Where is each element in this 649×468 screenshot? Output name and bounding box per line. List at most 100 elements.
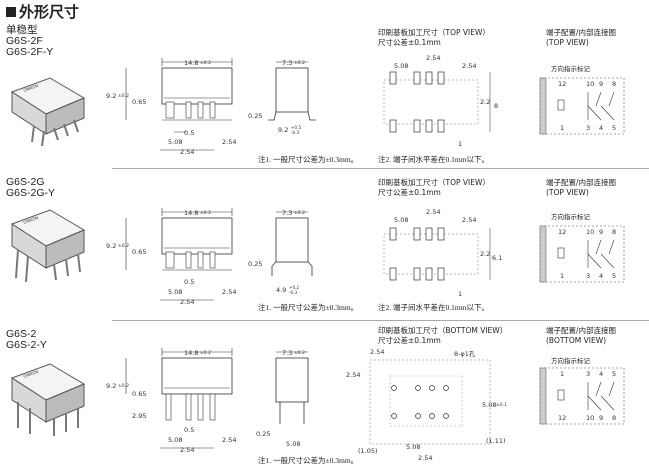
svg-text:(1.11): (1.11) <box>486 437 506 445</box>
svg-text:2.54: 2.54 <box>346 371 360 379</box>
svg-text:±0.2: ±0.2 <box>200 210 211 216</box>
relay-photo-through-hole: OMRON <box>10 363 86 436</box>
pcb-layout-drawing: 2.54 8-φ1孔 2.54 5.08 ±0.1 (1.11) (1.05) … <box>346 348 507 462</box>
svg-text:2.54: 2.54 <box>180 148 194 156</box>
svg-text:±0.2: ±0.2 <box>118 383 129 389</box>
svg-text:5.08: 5.08 <box>286 440 300 448</box>
svg-text:5.08: 5.08 <box>168 436 182 444</box>
svg-text:OMRON: OMRON <box>23 83 39 93</box>
svg-text:14.8: 14.8 <box>184 349 198 357</box>
svg-text:0.5: 0.5 <box>184 278 194 286</box>
relay-photo-gull-wing: OMRON <box>10 209 86 283</box>
svg-text:2.54: 2.54 <box>426 54 440 62</box>
svg-text:4.9: 4.9 <box>276 286 286 294</box>
svg-text:5.08: 5.08 <box>394 62 408 70</box>
section1-models: 单稳型 G6S-2F G6S-2F-Y <box>6 24 54 58</box>
svg-text:8: 8 <box>494 102 498 110</box>
svg-text:9: 9 <box>599 414 603 422</box>
pcb-layout-drawing: 2.54 5.08 2.54 2.2 8 1 <box>383 54 498 148</box>
svg-text:8: 8 <box>612 414 616 422</box>
svg-text:6.1: 6.1 <box>492 254 502 262</box>
relay-photo-surface-mount: OMRON <box>10 77 86 147</box>
section2-models: G6S-2G G6S-2G-Y <box>6 176 56 199</box>
svg-text:-0.3: -0.3 <box>291 130 300 135</box>
svg-text:8: 8 <box>612 80 616 88</box>
svg-text:±0.2: ±0.2 <box>118 93 129 99</box>
side-view-drawing: 14.8 ±0.2 9.2 ±0.2 0.65 0.5 5.08 2.54 2.… <box>106 208 236 306</box>
svg-text:0.5: 0.5 <box>184 129 194 137</box>
svg-text:5.08: 5.08 <box>168 288 182 296</box>
svg-text:0.25: 0.25 <box>248 112 262 120</box>
svg-text:12: 12 <box>558 414 566 422</box>
svg-text:8-φ1孔: 8-φ1孔 <box>454 350 476 358</box>
svg-text:2.54: 2.54 <box>222 288 236 296</box>
svg-text:2.95: 2.95 <box>132 412 146 420</box>
svg-text:1: 1 <box>560 370 564 378</box>
svg-text:0.25: 0.25 <box>248 260 262 268</box>
svg-text:5.08: 5.08 <box>168 138 182 146</box>
svg-text:(1.05): (1.05) <box>358 447 378 455</box>
svg-text:2.2: 2.2 <box>480 98 490 106</box>
svg-text:5.08: 5.08 <box>482 401 496 409</box>
svg-text:5.08: 5.08 <box>394 216 408 224</box>
svg-text:9: 9 <box>599 228 603 236</box>
pcb-layout-drawing: 2.54 5.08 2.54 2.2 6.1 1 <box>383 208 502 298</box>
dim-length: 14.8 <box>184 59 198 67</box>
svg-text:2.54: 2.54 <box>418 454 432 462</box>
side-view-drawing: 14.8 ±0.2 9.2 ±0.2 0.65 0.5 5.08 2.54 2.… <box>106 58 236 156</box>
svg-text:2.2: 2.2 <box>480 250 490 258</box>
svg-text:4: 4 <box>599 124 603 132</box>
page-title: 外形尺寸 <box>6 1 79 22</box>
svg-text:±0.2: ±0.2 <box>200 60 211 66</box>
svg-text:±0.1: ±0.1 <box>496 402 507 408</box>
svg-text:3: 3 <box>586 370 590 378</box>
svg-text:2.54: 2.54 <box>426 208 440 216</box>
svg-text:5: 5 <box>612 124 616 132</box>
pcb-layout-title: 印刷基板加工尺寸（TOP VIEW） 尺寸公差±0.1mm <box>378 28 490 47</box>
svg-text:8: 8 <box>612 228 616 236</box>
svg-text:0.65: 0.65 <box>132 390 146 398</box>
terminal-diagram-title: 端子配置/内部连接图 (TOP VIEW) <box>546 178 617 197</box>
svg-text:2.54: 2.54 <box>462 216 476 224</box>
svg-text:1: 1 <box>560 272 564 280</box>
pcb-layout-title: 印刷基板加工尺寸（BOTTOM VIEW） 尺寸公差±0.1mm <box>378 326 508 345</box>
svg-text:+0.2: +0.2 <box>289 285 300 290</box>
terminal-connection-diagram: 1 3 4 5 12 10 9 8 <box>539 367 625 425</box>
svg-text:9: 9 <box>599 80 603 88</box>
svg-text:5: 5 <box>612 272 616 280</box>
svg-text:2.54: 2.54 <box>370 348 384 356</box>
svg-text:7.3: 7.3 <box>282 209 292 217</box>
svg-text:4: 4 <box>599 272 603 280</box>
pcb-layout-title: 印刷基板加工尺寸（TOP VIEW） 尺寸公差±0.1mm <box>378 178 490 197</box>
svg-text:1: 1 <box>560 124 564 132</box>
svg-text:0.25: 0.25 <box>256 430 270 438</box>
svg-text:10: 10 <box>586 414 594 422</box>
terminal-diagram-title: 端子配置/内部连接图 (BOTTOM VIEW) <box>546 326 617 345</box>
terminal-connection-diagram: 12 10 9 8 1 3 4 5 <box>539 225 625 283</box>
svg-text:7.3: 7.3 <box>282 349 292 357</box>
svg-text:12: 12 <box>558 228 566 236</box>
svg-text:1: 1 <box>458 140 462 148</box>
section3-models: G6S-2 G6S-2-Y <box>6 328 47 351</box>
svg-text:-0.3: -0.3 <box>289 290 298 295</box>
svg-text:9.2: 9.2 <box>106 382 116 390</box>
square-bullet-icon <box>6 7 16 17</box>
front-view-drawing: 7.3 ±0.2 0.25 9.2 +0.5 -0.3 <box>248 59 316 135</box>
svg-text:12: 12 <box>558 80 566 88</box>
dim-height: 9.2 <box>106 92 116 100</box>
svg-text:±0.2: ±0.2 <box>294 60 305 66</box>
svg-text:2.54: 2.54 <box>222 138 236 146</box>
svg-text:3: 3 <box>586 124 590 132</box>
side-view-drawing: 14.8 ±0.2 9.2 ±0.2 0.65 2.95 0.5 5.08 2.… <box>106 348 236 454</box>
section-divider <box>112 168 649 169</box>
svg-text:OMRON: OMRON <box>23 369 39 379</box>
svg-text:4: 4 <box>599 370 603 378</box>
svg-text:±0.2: ±0.2 <box>294 350 305 356</box>
svg-text:+0.5: +0.5 <box>291 125 302 130</box>
svg-text:2.54: 2.54 <box>222 436 236 444</box>
svg-text:2.54: 2.54 <box>180 298 194 306</box>
svg-text:1: 1 <box>458 290 462 298</box>
svg-text:OMRON: OMRON <box>23 215 39 225</box>
svg-text:2.54: 2.54 <box>180 446 194 454</box>
svg-text:3: 3 <box>586 272 590 280</box>
